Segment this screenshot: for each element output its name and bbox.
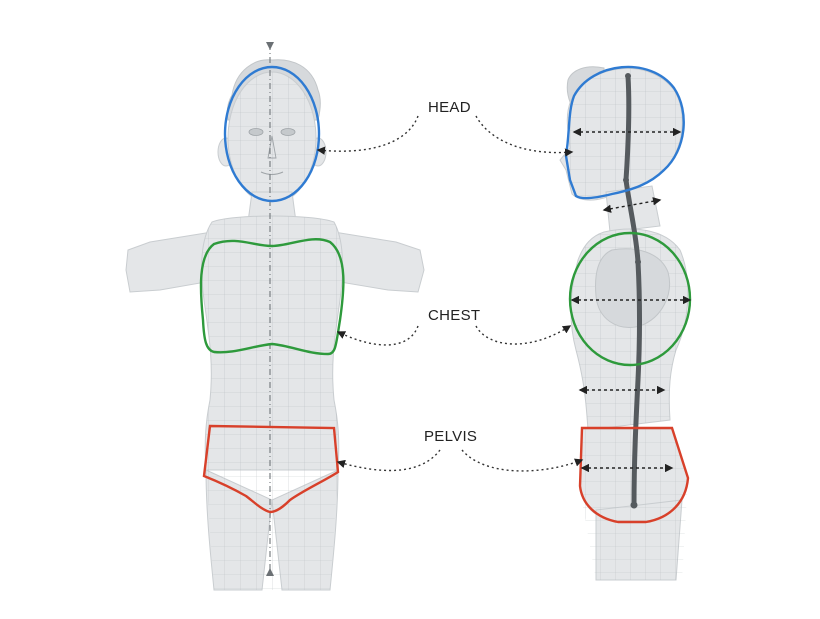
front-nose <box>267 135 277 159</box>
front-eye-right <box>280 128 296 136</box>
pelvis-label: PELVIS <box>424 428 477 445</box>
side-view-figure <box>559 66 689 581</box>
head-leader-side <box>475 115 574 157</box>
side-spine-top-joint <box>625 73 631 79</box>
side-pelvis-outline <box>578 426 690 524</box>
pelvis-leader-front <box>336 449 441 472</box>
chest-leader-front <box>336 325 419 346</box>
front-axis-top-marker <box>266 42 274 50</box>
front-view-figure <box>125 42 425 591</box>
side-spine-pelvis-joint <box>630 501 638 509</box>
front-arm-right <box>333 231 425 293</box>
front-eye-left <box>248 128 264 136</box>
front-axis-bottom-marker <box>266 568 274 576</box>
head-leader-front <box>316 115 419 155</box>
side-spine-chest-joint <box>635 259 641 265</box>
head-label: HEAD <box>428 99 471 116</box>
front-head-outline <box>223 65 321 203</box>
front-pelvis-outline <box>202 424 340 514</box>
pelvis-leader-side <box>461 449 584 472</box>
chest-leader-side <box>475 325 572 345</box>
front-chest-outline <box>199 238 345 356</box>
chest-label: CHEST <box>428 307 480 324</box>
front-mouth <box>260 171 284 175</box>
front-arm-left <box>125 231 213 293</box>
side-spine-neck-joint <box>623 177 629 183</box>
